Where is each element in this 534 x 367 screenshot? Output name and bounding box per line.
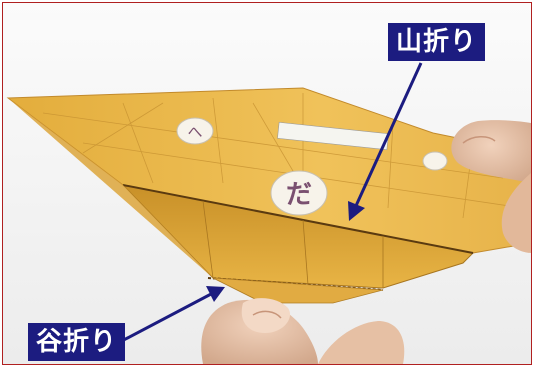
folding-photo: へ だ	[3, 3, 531, 364]
main-circle-marker: だ	[270, 170, 328, 216]
bottom-hand	[201, 298, 405, 364]
valley-fold-label: 谷折り	[28, 323, 126, 361]
right-hand	[451, 120, 531, 253]
paper-left-wing	[8, 98, 213, 278]
top-circle-marker: へ	[176, 117, 214, 145]
mountain-fold-arrow	[348, 62, 423, 221]
paper-label-rect	[277, 121, 389, 151]
mountain-fold-label: 山折り	[388, 23, 486, 61]
mountain-fold-crease	[122, 184, 474, 254]
fold-grid-lines	[202, 200, 384, 288]
valley-fold-arrow	[117, 286, 225, 345]
right-circle-marker	[422, 151, 448, 171]
svg-text:だ: だ	[286, 180, 312, 210]
svg-text:へ: へ	[187, 123, 202, 141]
paper-bottom-tip	[212, 277, 384, 304]
